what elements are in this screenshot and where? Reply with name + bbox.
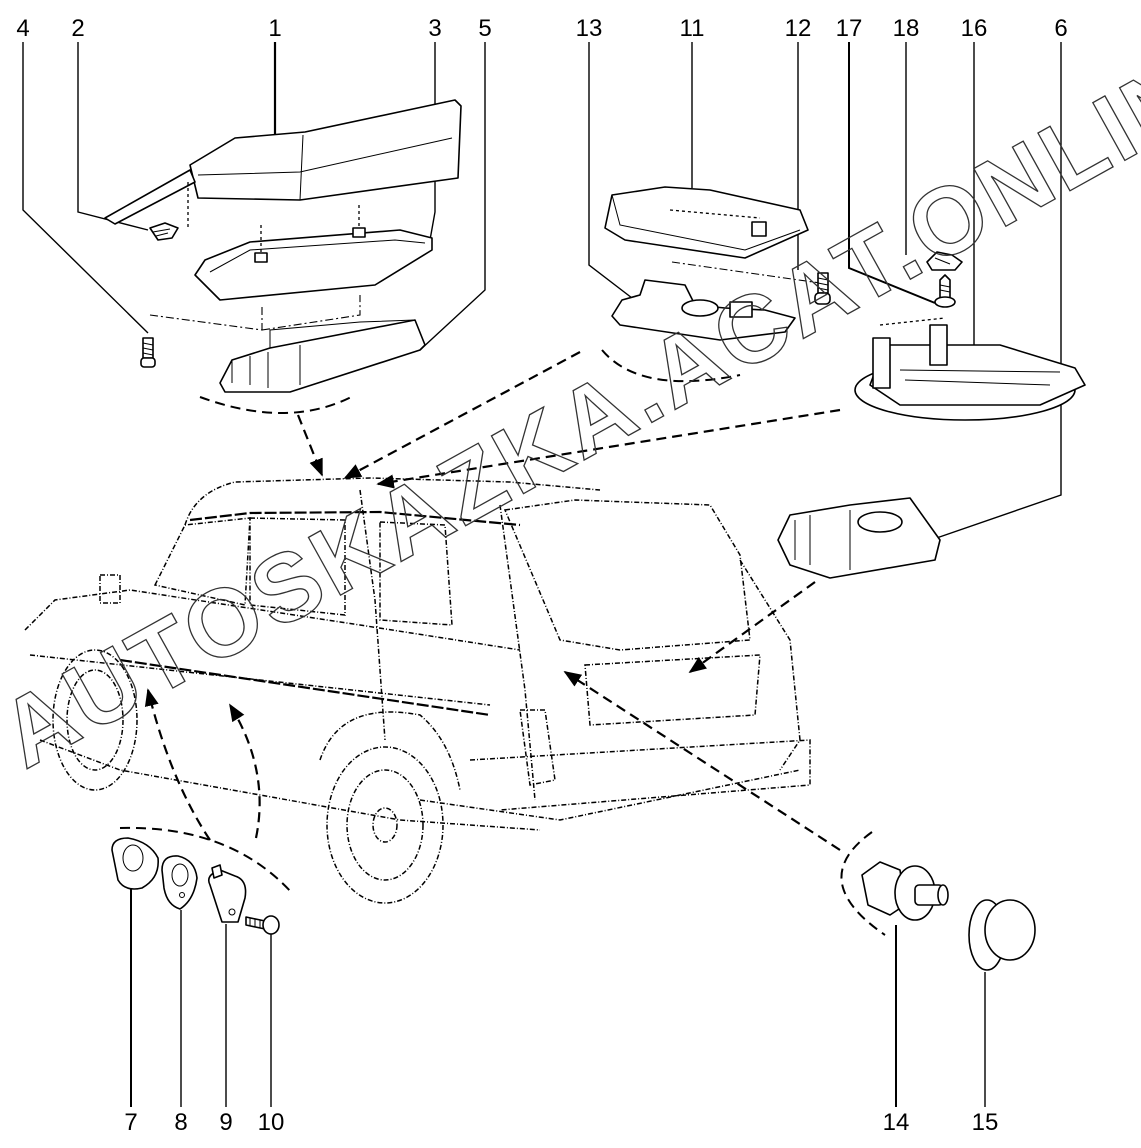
part-6-luggage-lamp[interactable] (777, 497, 941, 579)
part-7-switch-boot[interactable] (111, 837, 159, 890)
guide-line-3-5 (149, 295, 361, 331)
vehicle-body-outline (24, 477, 811, 904)
guide-line-11-12 (671, 261, 821, 284)
part-1-lamp-cover[interactable] (104, 99, 462, 228)
callout-12[interactable]: 12 (785, 15, 812, 42)
arrow-rear-lamp-to-car (343, 351, 581, 479)
callout-17[interactable]: 17 (836, 15, 863, 42)
group-arc-door (119, 826, 293, 894)
part-9-door-switch[interactable] (207, 864, 247, 923)
leader-lines (22, 42, 1062, 1107)
leader-6 (924, 42, 1062, 543)
arrow-front-lamp-to-car (296, 414, 324, 477)
group-arc-switch (840, 831, 886, 936)
part-15-cap[interactable] (968, 899, 1036, 971)
callout-18[interactable]: 18 (893, 15, 920, 42)
part-13-lamp-base[interactable] (611, 279, 796, 341)
arrow-switch-to-pillar (563, 671, 841, 851)
arrow-door-switch-2 (229, 703, 261, 839)
part-11-lamp-housing[interactable] (604, 186, 809, 259)
bottom-callouts: 7 8 9 10 14 15 (124, 1109, 998, 1136)
group-arc-front (199, 394, 356, 414)
arrow-door-switch-1 (144, 688, 211, 841)
part-4-screw[interactable] (140, 337, 156, 368)
callout-11[interactable]: 11 (680, 15, 705, 42)
part-14-luggage-switch[interactable] (861, 861, 949, 921)
callout-14[interactable]: 14 (883, 1109, 910, 1136)
arrow-dome-lamp-to-car (376, 408, 841, 489)
callout-4[interactable]: 4 (16, 15, 29, 42)
leader-13 (588, 42, 633, 299)
leader-4 (22, 42, 149, 334)
callout-6[interactable]: 6 (1054, 15, 1067, 42)
part-10-screw[interactable] (245, 915, 280, 935)
callout-2[interactable]: 2 (71, 15, 84, 42)
top-callouts: 4 2 1 3 5 13 11 12 17 18 16 6 (16, 15, 1067, 42)
callout-7[interactable]: 7 (124, 1109, 137, 1136)
callout-3[interactable]: 3 (428, 15, 441, 42)
callout-9[interactable]: 9 (219, 1109, 232, 1136)
leader-3 (429, 42, 436, 241)
callout-15[interactable]: 15 (972, 1109, 999, 1136)
leader-5 (419, 42, 486, 351)
arrow-luggage-lamp-to-car (688, 581, 816, 674)
part-5-lamp-base[interactable] (219, 319, 426, 393)
part-18-clip[interactable] (926, 251, 963, 271)
callout-8[interactable]: 8 (174, 1109, 187, 1136)
part-3-lamp-frame[interactable] (194, 205, 433, 301)
callout-1[interactable]: 1 (268, 15, 281, 42)
callout-16[interactable]: 16 (961, 15, 988, 42)
callout-5[interactable]: 5 (478, 15, 491, 42)
part-12-screw[interactable] (814, 272, 831, 305)
part-17-screw[interactable] (934, 274, 956, 308)
callout-13[interactable]: 13 (576, 15, 603, 42)
leader-17 (848, 42, 936, 304)
leader-2 (77, 42, 149, 231)
callout-10[interactable]: 10 (258, 1109, 285, 1136)
part-8-gasket[interactable] (161, 855, 198, 910)
part-2-clip[interactable] (149, 222, 179, 241)
part-16-dome-lamp[interactable] (854, 317, 1086, 421)
